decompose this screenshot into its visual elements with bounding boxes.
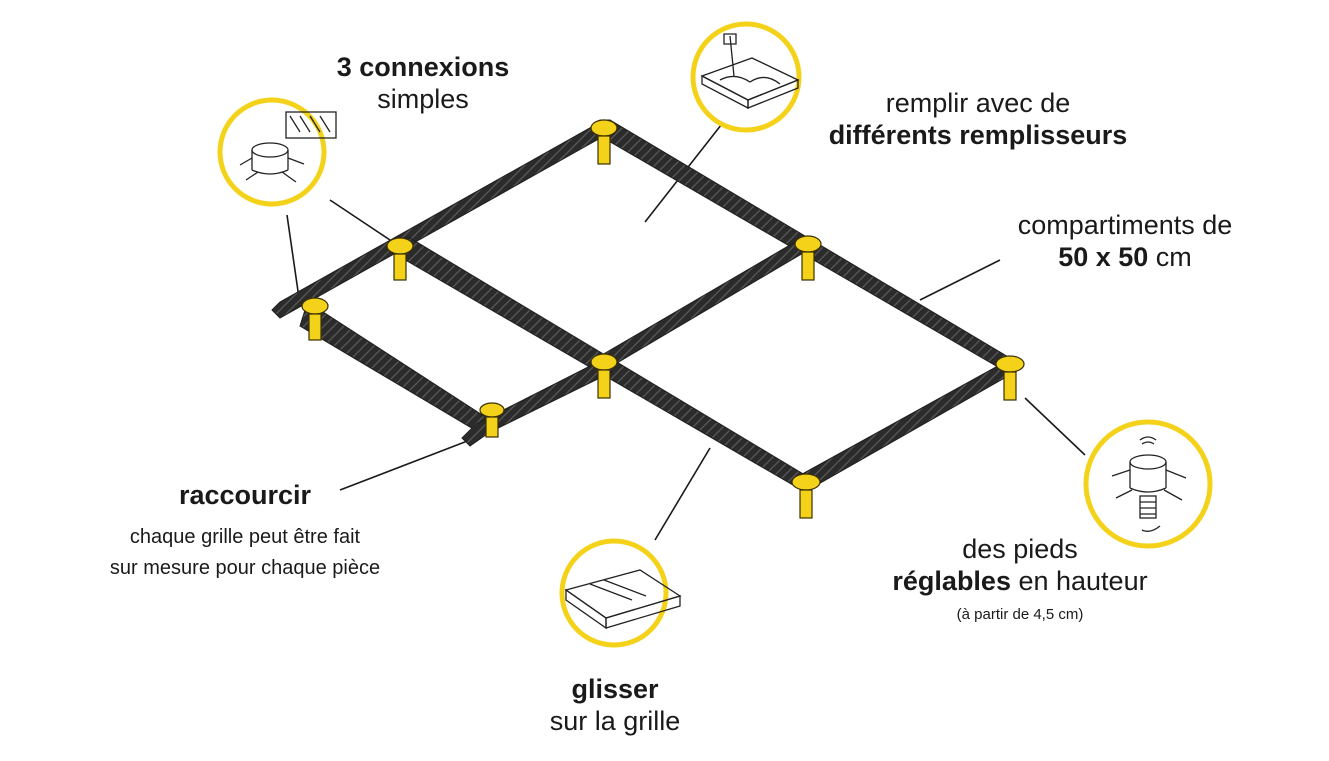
grid-frame bbox=[271, 119, 1016, 493]
connector-node bbox=[995, 355, 1025, 401]
callout-glisser-bold: glisser bbox=[571, 674, 659, 704]
callout-pieds-rest: en hauteur bbox=[1010, 565, 1148, 596]
connector-node bbox=[386, 237, 414, 281]
callout-pieds-bold: réglables bbox=[892, 565, 1011, 596]
connector-node bbox=[791, 473, 821, 519]
callout-compartiments-bold: 50 x 50 bbox=[1058, 241, 1149, 272]
callout-remplir-bold: différents remplisseurs bbox=[828, 119, 1128, 150]
callout-pieds: des pieds réglables en hauteur (à partir… bbox=[860, 534, 1180, 625]
connector-detail-icon bbox=[217, 97, 337, 207]
callout-remplir: remplir avec de différents remplisseurs bbox=[800, 88, 1156, 152]
callout-glisser-text: sur la grille bbox=[549, 705, 681, 736]
callout-raccourcir-line1: chaque grille peut être fait bbox=[129, 525, 361, 548]
beam bbox=[588, 237, 816, 371]
callout-remplir-text: remplir avec de bbox=[885, 88, 1071, 118]
callout-compartiments: compartiments de 50 x 50 cm bbox=[990, 210, 1260, 274]
slide-rail-icon bbox=[559, 538, 682, 648]
filler-plate-icon bbox=[690, 21, 802, 133]
callout-glisser: glisser sur la grille bbox=[520, 674, 710, 738]
callout-compartiments-unit: cm bbox=[1148, 241, 1192, 272]
callout-connexions-bold: 3 connexions bbox=[336, 52, 510, 82]
connector-node bbox=[479, 402, 505, 438]
connectors bbox=[301, 119, 1025, 519]
adjustable-foot-icon bbox=[1083, 419, 1213, 549]
beam bbox=[794, 361, 1016, 491]
connector-node bbox=[301, 297, 329, 341]
callout-raccourcir: raccourcir chaque grille peut être fait … bbox=[70, 480, 420, 584]
callout-connexions: 3 connexions simples bbox=[318, 52, 528, 116]
connector-node bbox=[590, 353, 618, 399]
callout-pieds-note: (à partir de 4,5 cm) bbox=[956, 605, 1084, 623]
connector-node bbox=[590, 119, 618, 165]
callout-connexions-text: simples bbox=[377, 83, 469, 114]
callout-raccourcir-line2: sur mesure pour chaque pièce bbox=[109, 556, 381, 579]
callout-raccourcir-bold: raccourcir bbox=[178, 480, 312, 510]
beam bbox=[461, 361, 613, 447]
connector-node bbox=[794, 235, 822, 281]
callout-compartiments-text: compartiments de bbox=[1017, 210, 1233, 240]
callout-pieds-text: des pieds bbox=[962, 534, 1078, 564]
